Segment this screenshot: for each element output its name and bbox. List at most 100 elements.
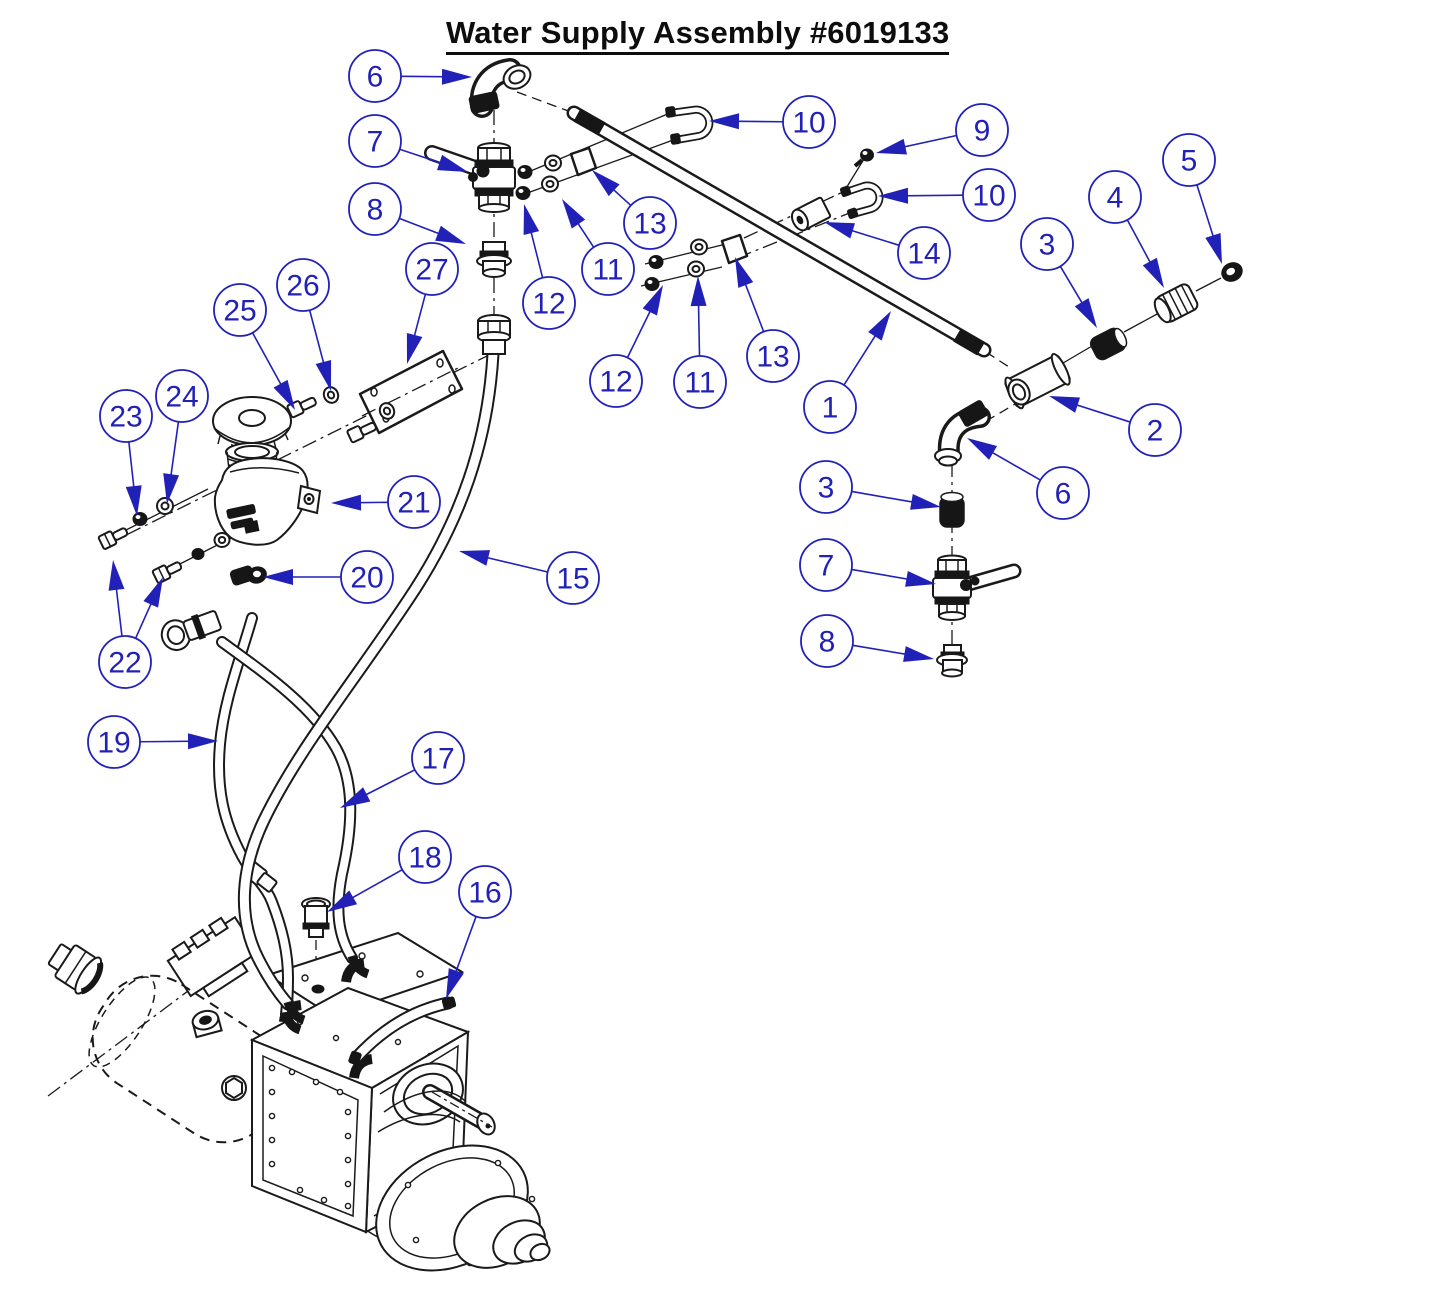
balloon-circle <box>348 114 402 168</box>
part-8-fitting-top <box>476 241 512 278</box>
balloon-17: 17 <box>340 731 465 808</box>
machine-port <box>311 984 325 994</box>
balloon-16: 16 <box>446 865 512 999</box>
part-10-u-bolt-right <box>839 181 884 219</box>
balloon-circle <box>405 242 459 296</box>
arrowhead <box>273 379 295 410</box>
balloon-24: 24 <box>155 369 209 504</box>
part-15-hose-fitting <box>477 314 511 355</box>
machine-output-cylinder <box>365 1090 551 1272</box>
balloon-number: 2 <box>1147 415 1164 448</box>
arrowhead <box>315 359 332 391</box>
part-10-u-bolt-left <box>665 105 714 145</box>
balloon-9: 9 <box>876 103 1009 157</box>
balloon-number: 4 <box>1107 182 1124 215</box>
arrowhead <box>340 787 371 808</box>
balloon-number: 18 <box>408 842 441 875</box>
balloon-number: 1 <box>822 392 839 425</box>
part-11-washers-upper <box>541 154 562 193</box>
part-12-nuts-upper <box>515 165 533 200</box>
part-8-fitting-right <box>936 644 968 678</box>
balloon-circle <box>458 865 512 919</box>
balloon-number: 3 <box>818 472 835 505</box>
balloon-13: 13 <box>735 257 800 383</box>
part-17-hose-end-fitting <box>160 610 222 652</box>
balloon-23: 23 <box>99 389 153 516</box>
arrowhead <box>868 311 891 341</box>
machine-front-face <box>251 1038 374 1234</box>
balloon-circle <box>411 731 465 785</box>
balloon-number: 25 <box>223 295 256 328</box>
balloon-11: 11 <box>673 276 727 409</box>
balloon-number: 16 <box>468 877 501 910</box>
balloon-number: 24 <box>165 381 198 414</box>
balloon-circle <box>387 475 441 529</box>
part-20-clamp <box>229 565 267 586</box>
machine-assembly <box>47 915 551 1272</box>
balloon-10: 10 <box>709 95 836 149</box>
part-4-nut <box>1153 283 1199 324</box>
balloon-number: 8 <box>819 626 836 659</box>
balloon-circle <box>213 283 267 337</box>
balloon-number: 12 <box>599 366 632 399</box>
balloon-circle <box>398 830 452 884</box>
part-24-washer <box>156 497 174 515</box>
balloon-circle <box>955 103 1009 157</box>
balloon-3: 3 <box>799 460 941 514</box>
balloon-number: 3 <box>1039 229 1056 262</box>
part-23-nut <box>132 512 148 526</box>
balloon-circle <box>276 258 330 312</box>
arrowhead <box>143 577 163 608</box>
balloon-number: 21 <box>397 487 430 520</box>
balloon-number: 14 <box>907 238 940 271</box>
balloon-circle <box>803 380 857 434</box>
balloon-8: 8 <box>348 182 466 244</box>
part-22-bolts <box>97 527 183 584</box>
arrowhead <box>562 199 586 229</box>
balloon-21: 21 <box>331 475 441 529</box>
balloon-22: 22 <box>98 560 163 689</box>
part-3-hose-barb-upper <box>1089 327 1128 361</box>
part-11-washers-lower <box>687 238 708 278</box>
balloon-19: 19 <box>87 715 218 769</box>
balloon-2: 2 <box>1049 396 1182 457</box>
arrowhead <box>187 733 218 750</box>
part-7-ball-valve-right <box>932 554 1022 621</box>
arrowhead <box>910 493 941 510</box>
machine-grommet <box>191 1009 223 1039</box>
arrowhead <box>523 204 540 236</box>
balloon-circle <box>348 49 402 103</box>
part-15-hose <box>237 347 500 1025</box>
balloon-number: 13 <box>756 341 789 374</box>
part-13-square-plate-upper <box>569 146 598 177</box>
arrowhead <box>1205 232 1222 264</box>
arrowhead <box>406 332 423 364</box>
arrowhead <box>331 494 362 511</box>
arrowhead <box>1142 257 1164 288</box>
balloon-6: 6 <box>348 49 472 103</box>
balloon-circle <box>782 95 836 149</box>
balloon-circle <box>897 226 951 280</box>
balloon-25: 25 <box>213 283 295 410</box>
arrowhead <box>592 170 620 197</box>
arrowhead <box>459 550 491 566</box>
balloon-number: 19 <box>97 727 130 760</box>
part-1-spray-bar-pipe <box>566 105 992 358</box>
balloon-number: 13 <box>633 208 666 241</box>
balloon-circle <box>581 242 635 296</box>
balloon-number: 11 <box>684 367 715 400</box>
part-26-washers <box>322 386 396 420</box>
part-17-hose <box>216 636 370 979</box>
balloon-circle <box>1088 170 1142 224</box>
arrowhead <box>1049 396 1081 413</box>
arrowhead <box>163 473 180 504</box>
balloon-number: 7 <box>367 126 384 159</box>
balloon-circle <box>87 715 141 769</box>
balloon-circle <box>799 538 853 592</box>
balloon-1: 1 <box>803 311 891 434</box>
balloon-circle <box>99 389 153 443</box>
balloon-number: 26 <box>286 270 319 303</box>
balloon-number: 11 <box>592 254 623 287</box>
balloon-circle <box>546 551 600 605</box>
